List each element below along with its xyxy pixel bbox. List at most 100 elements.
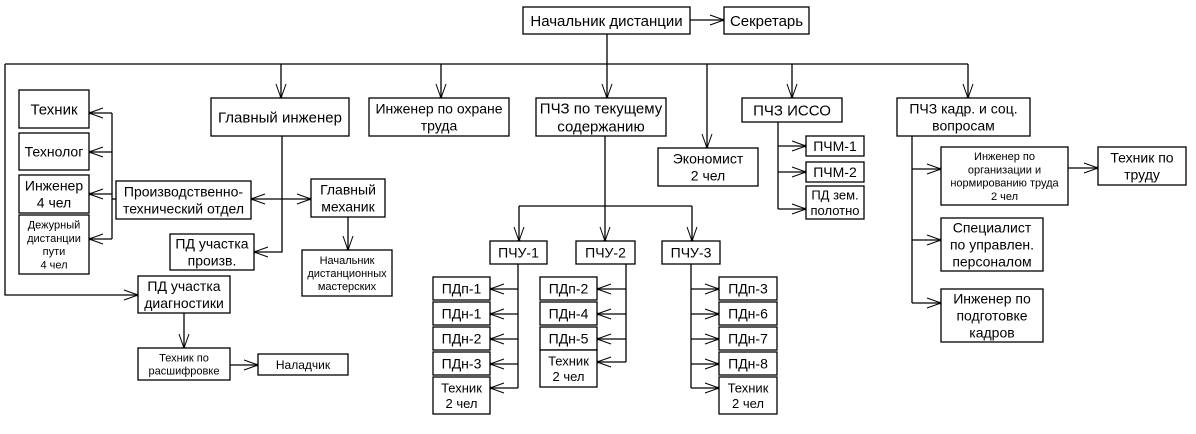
org-node-head: Начальник дистанции [522, 6, 691, 35]
node-label: дистанционных [307, 268, 387, 280]
org-node-chief-engineer: Главный инженер [210, 97, 350, 137]
node-box [432, 351, 491, 376]
node-label: мастерских [318, 281, 377, 293]
org-node-pdn1: ПДн-1 [432, 301, 491, 326]
org-node-pto: Производственно-технический отдел [115, 180, 252, 220]
node-label: ПЧМ-2 [813, 164, 857, 180]
node-label: кадров [969, 324, 1014, 340]
node-label: подготовке [956, 308, 1027, 324]
node-label: 2 чел [991, 191, 1018, 203]
node-label: ПДн-5 [549, 331, 589, 347]
node-label: Инженер по охране [375, 101, 502, 117]
node-box [723, 6, 810, 35]
node-label: 2 чел [691, 167, 725, 183]
node-box [169, 233, 255, 271]
node-label: диагностики [144, 295, 224, 311]
node-label: ПЧУ-2 [585, 245, 626, 261]
node-label: ПЧМ-1 [813, 138, 857, 154]
org-node-pdp2: ПДп-2 [539, 276, 598, 301]
node-box [522, 6, 691, 35]
node-box [210, 97, 350, 137]
node-box [489, 240, 548, 265]
node-box [539, 276, 598, 301]
connector-line [254, 136, 283, 253]
node-label: расшифровке [149, 366, 220, 378]
org-node-pdn2: ПДн-2 [432, 326, 491, 351]
org-node-pdp3: ПДп-3 [718, 276, 778, 301]
node-box [301, 249, 393, 297]
node-label: 4 чел [37, 194, 71, 210]
node-label: ПЧЗ по текущему [540, 100, 663, 117]
org-node-technologist: Технолог [18, 132, 90, 171]
node-label: произв. [188, 252, 237, 268]
node-label: организации и [968, 164, 1041, 176]
org-node-pchm1: ПЧМ-1 [805, 135, 865, 157]
node-label: труду [1124, 166, 1160, 182]
org-node-pdn8: ПДн-8 [718, 351, 778, 376]
node-label: персоналом [952, 253, 1031, 269]
node-label: Техник [30, 101, 77, 118]
node-label: 2 чел [732, 396, 764, 411]
node-box [718, 376, 778, 415]
node-label: Техник [728, 380, 769, 395]
node-box [657, 147, 759, 187]
node-label: Наладчик [276, 358, 331, 372]
node-label: 2 чел [446, 396, 478, 411]
node-box [18, 174, 90, 214]
node-box [741, 97, 843, 123]
node-label: ПДн-8 [728, 356, 768, 372]
node-box [310, 178, 386, 218]
node-label: ПДн-3 [442, 356, 482, 372]
node-label: Инженер по [974, 151, 1035, 163]
node-label: ПД участка [147, 278, 220, 294]
node-label: ПЧЗ кадр. и соц. [909, 101, 1017, 117]
node-box [575, 240, 636, 265]
node-label: Начальник [320, 255, 375, 267]
node-box [137, 347, 231, 381]
org-node-pd-zem: ПД зем.полотно [805, 185, 865, 220]
node-box [718, 326, 778, 351]
node-label: Инженер [25, 178, 83, 194]
org-node-pdn7: ПДн-7 [718, 326, 778, 351]
node-label: Специалист [953, 220, 1032, 236]
node-box [432, 301, 491, 326]
org-node-secretary: Секретарь [723, 6, 810, 35]
org-node-pdn4: ПДн-4 [539, 301, 598, 326]
node-box [805, 161, 865, 183]
node-box [718, 276, 778, 301]
node-label: Производственно- [124, 184, 244, 200]
node-box [18, 89, 90, 129]
org-node-technician: Техник [18, 89, 90, 129]
node-box [805, 185, 865, 220]
node-label: Секретарь [730, 13, 803, 30]
node-label: ПЧЗ ИССО [753, 102, 831, 119]
node-label: ПД зем. [811, 187, 858, 202]
org-node-pchu3: ПЧУ-3 [661, 240, 721, 265]
node-label: Инженер по [953, 291, 1031, 307]
node-label: вопросам [932, 117, 995, 133]
node-box [18, 214, 90, 275]
node-label: ПДн-6 [728, 306, 768, 322]
node-box [539, 349, 598, 388]
node-label: Главный [320, 182, 376, 198]
node-label: Техник [548, 353, 589, 368]
node-box [257, 353, 349, 376]
node-label: нормированию труда [950, 178, 1059, 190]
org-node-pdp1: ПДп-1 [432, 276, 491, 301]
node-box [535, 97, 667, 137]
org-node-pchm2: ПЧМ-2 [805, 161, 865, 183]
org-node-pchu1: ПЧУ-1 [489, 240, 548, 265]
